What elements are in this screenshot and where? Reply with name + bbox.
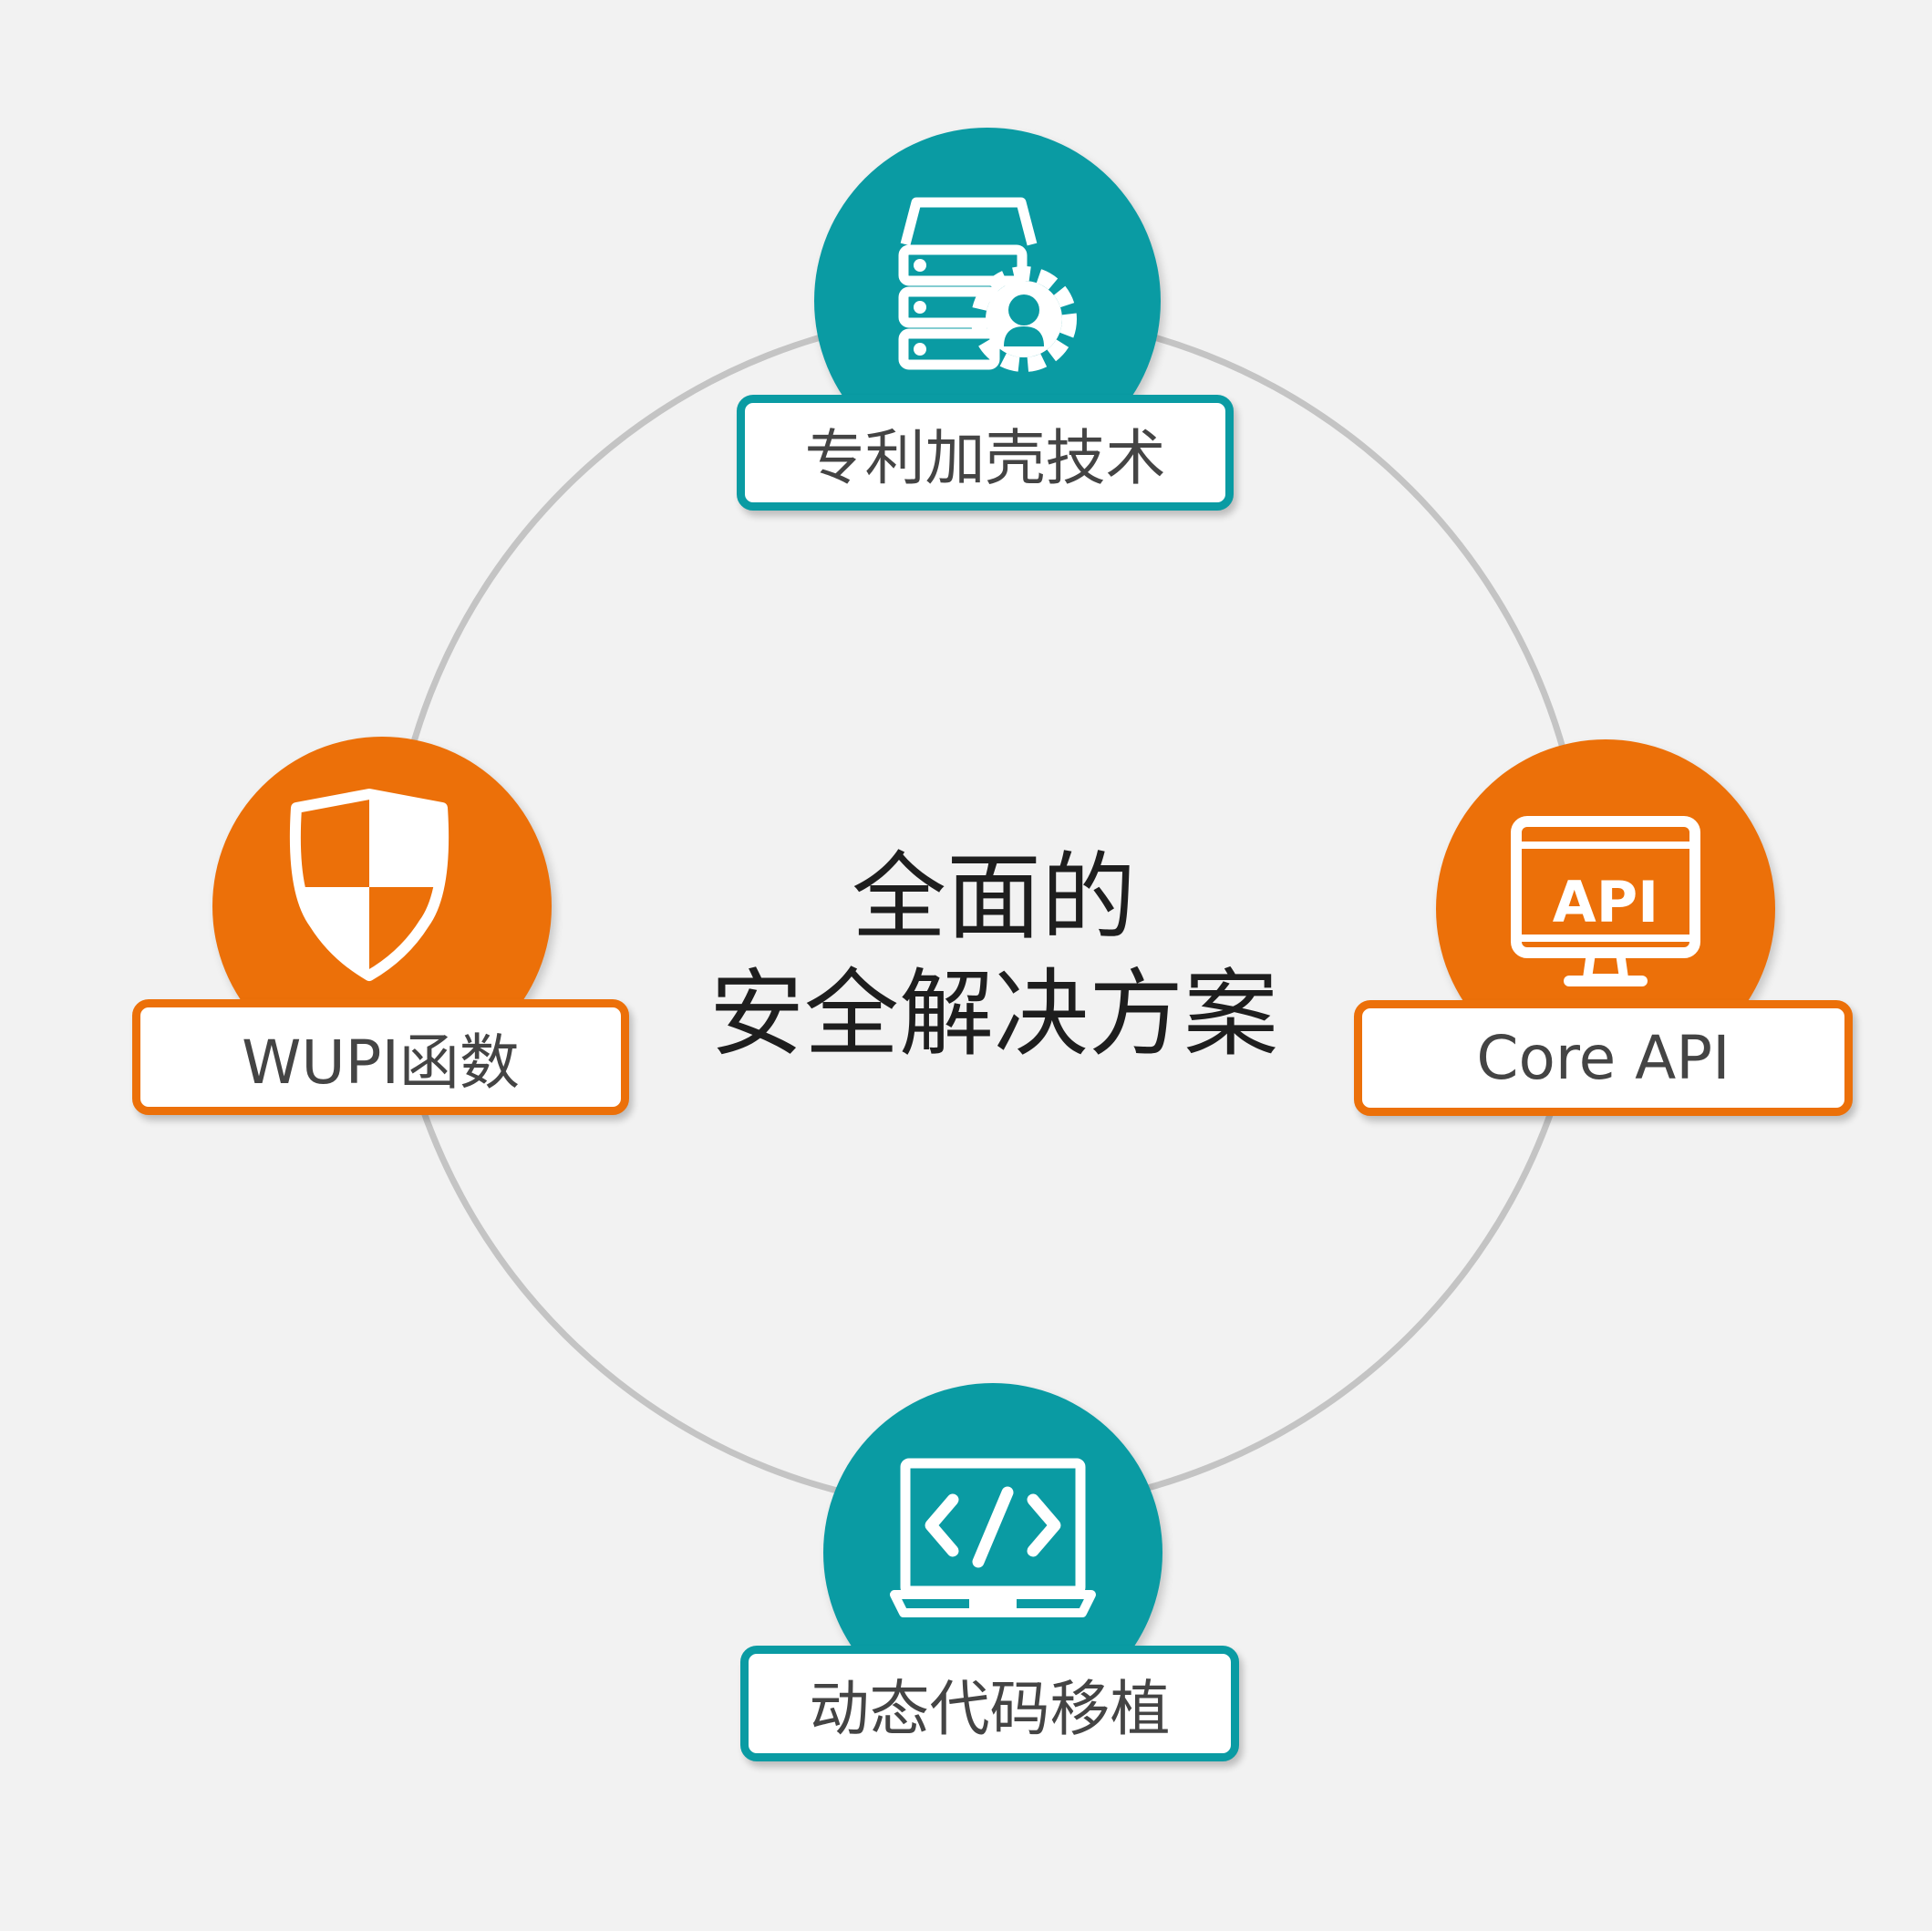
- api-monitor-icon: API: [1511, 816, 1700, 986]
- center-title-line1: 全面的: [851, 842, 1136, 953]
- node-bottom-label-box: 动态代码移植: [740, 1646, 1239, 1761]
- code-laptop-icon: [890, 1458, 1096, 1617]
- node-right-label: Core API: [1476, 1023, 1731, 1093]
- node-left-label-box: WUPI函数: [132, 999, 629, 1115]
- node-bottom-label: 动态代码移植: [809, 1673, 1171, 1744]
- svg-text:API: API: [1553, 869, 1659, 935]
- center-title-line2: 安全解决方案: [708, 958, 1278, 1069]
- node-top-label-box: 专利加壳技术: [737, 395, 1234, 511]
- node-left-label: WUPI函数: [242, 1027, 520, 1098]
- node-top-label: 专利加壳技术: [804, 422, 1166, 493]
- server-gear-icon: [898, 197, 1077, 372]
- node-right-label-box: Core API: [1354, 1000, 1853, 1116]
- shield-icon: [289, 789, 449, 981]
- center-title: 全面的 安全解决方案: [656, 839, 1331, 1072]
